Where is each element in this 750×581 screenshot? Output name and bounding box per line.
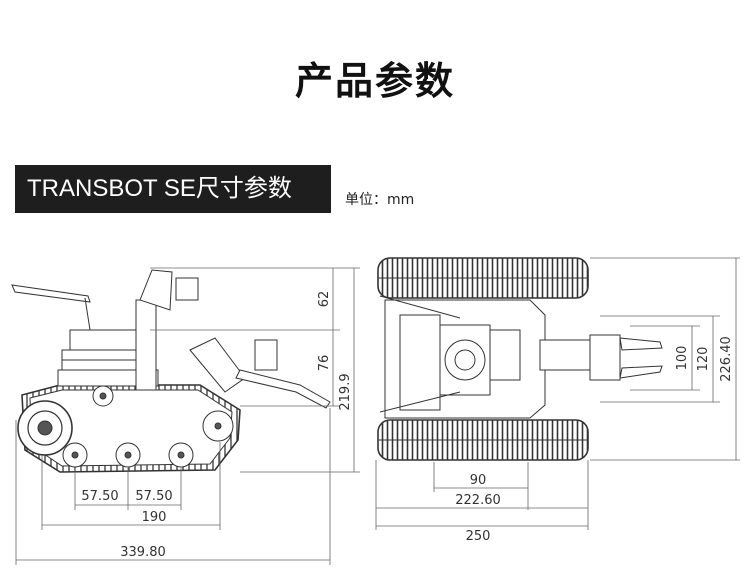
dim-wheel-spacing-2: 57.50: [135, 489, 172, 504]
unit-label: 单位：mm: [345, 192, 415, 208]
dim-wheel-spacing-1: 57.50: [81, 489, 118, 504]
page-title: 产品参数: [294, 59, 455, 103]
dim-body-width: 120: [696, 347, 711, 372]
side-view-dimension-lines: [15, 267, 360, 565]
section-banner: TRANSBOT SE尺寸参数: [15, 165, 331, 213]
dim-total-width: 226.40: [719, 336, 734, 382]
dim-gripper-width: 100: [675, 346, 690, 371]
dim-total-length: 339.80: [120, 545, 166, 560]
side-view-robot: [11, 269, 331, 473]
dim-inner-width: 90: [470, 473, 487, 488]
dim-mast-height: 62: [317, 291, 332, 308]
top-view-dimension-lines: [375, 257, 740, 530]
dim-top-length: 250: [466, 529, 491, 544]
dim-track-span: 190: [142, 510, 167, 525]
top-view-robot: [377, 257, 663, 461]
dim-total-height: 219.9: [338, 373, 353, 410]
dim-body-height: 76: [317, 355, 332, 372]
dim-body-length: 222.60: [455, 493, 501, 508]
